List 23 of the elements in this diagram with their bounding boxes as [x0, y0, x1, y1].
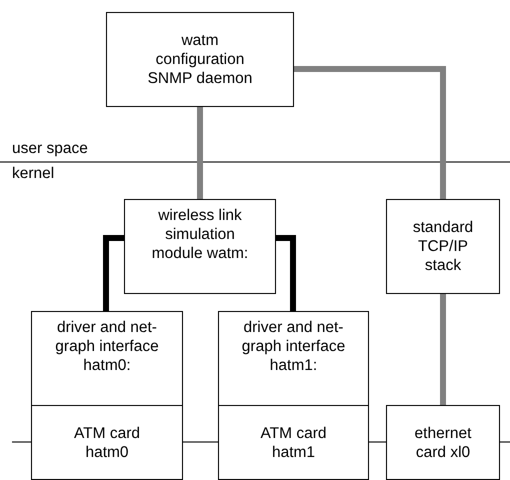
connector-line: [276, 235, 296, 311]
box-text: ATM card hatm0: [72, 424, 142, 462]
layer-label: user space: [12, 140, 88, 158]
box-text: standard TCP/IP stack: [412, 218, 474, 275]
connector-line: [440, 294, 446, 405]
process-box: [386, 199, 500, 294]
box-text: driver and net-graph interface hatm1:: [240, 318, 346, 375]
process-box: [218, 311, 369, 406]
layer-label: kernel: [12, 165, 54, 183]
connector-line: [294, 66, 446, 199]
process-box: [124, 199, 276, 294]
box-text: wireless link simulation module watm:: [150, 206, 250, 263]
box-text: ethernet card xl0: [414, 424, 472, 462]
process-box: [106, 12, 294, 107]
box-text: watm configuration SNMP daemon: [148, 31, 252, 88]
process-box: [386, 405, 500, 480]
box-text: driver and net-graph interface hatm0:: [54, 318, 160, 375]
connector-line: [103, 235, 124, 311]
process-box: [31, 405, 183, 480]
process-box: [218, 405, 369, 480]
box-text: ATM card hatm1: [259, 424, 328, 462]
connector-line: [197, 107, 203, 199]
process-box: [31, 311, 183, 406]
